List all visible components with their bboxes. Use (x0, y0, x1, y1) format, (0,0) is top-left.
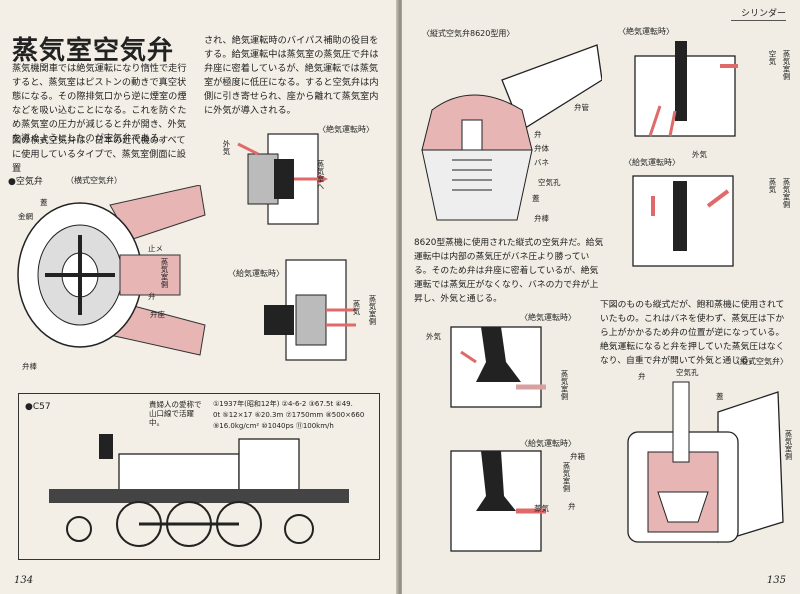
low-label-side: 蒸気室側 (784, 430, 793, 460)
low-label-box: 弁箱 (570, 452, 585, 461)
diagram2-svg (264, 259, 356, 361)
cross-section-3 (450, 326, 546, 408)
valve-heading-text: 空気弁 (15, 177, 43, 187)
running-head: シリンダー (730, 6, 786, 21)
label-steam-side: 蒸気室側 (160, 258, 169, 288)
diagram2-steam-label: 蒸気 (352, 300, 361, 315)
label-mesh: 金網 (18, 212, 33, 221)
cross1-caption: 〈絶気運転時〉 (618, 27, 674, 36)
cross-section-4 (450, 450, 546, 552)
vertical-valve-8620-illustration (421, 44, 602, 221)
cross3-air: 外気 (426, 332, 441, 341)
loco-label: ●C57 (25, 402, 51, 412)
label-lid-r: 蓋 (532, 194, 540, 203)
label-seat: 弁座 (150, 310, 165, 319)
page-number-right: 135 (766, 575, 786, 586)
locomotive-illustration (49, 434, 349, 547)
cross3-side: 蒸気室側 (560, 370, 569, 400)
label-valve: 弁 (148, 292, 156, 301)
left-page: 蒸気室空気弁 蒸気機関車では絶気運転になり惰性で走行すると、蒸気室はピストンの動… (0, 0, 398, 594)
spec-line-1: ①1937年(昭和12年) ②4-6-2 ③67.5t ④49. (213, 400, 353, 408)
locomotive-box: ●C57 貴婦人の愛称で山口線で活躍中。 ①1937年(昭和12年) ②4-6-… (18, 393, 380, 560)
cross1-air-side: 空気 (768, 50, 777, 65)
vertical-valve-illustration (627, 381, 784, 543)
cross4-side: 蒸気室側 (562, 462, 571, 492)
page-number-left: 134 (14, 575, 34, 586)
diagram2-side-label: 蒸気室側 (368, 295, 377, 325)
valve-heading: ●空気弁 (8, 177, 43, 187)
low-valve-heading: 〈縦式空気弁〉 (732, 357, 788, 366)
label-spring: バネ (534, 158, 549, 167)
low-label-valve2: 弁 (568, 502, 576, 511)
label-stem: 弁棒 (22, 362, 37, 371)
low-label-lid: 蓋 (716, 392, 724, 401)
cross4-steam: 蒸気 (534, 504, 549, 513)
diagram1-svg (237, 133, 328, 225)
cross1-outside-air: 外気 (692, 150, 707, 159)
cross-section-1 (634, 41, 738, 137)
loco-label-text: C57 (32, 402, 51, 412)
label-valve-r: 弁 (534, 130, 542, 139)
column-paragraph: され、絶気運転時のバイパス補助の役目をする。給気運転中は蒸気室の蒸気圧で弁は弁座… (204, 35, 379, 116)
spec-line-3: ⑨16.0kg/cm² ⑩1040ps ⑪100km/h (213, 422, 334, 430)
book-gutter (396, 0, 404, 594)
lower-paragraph: 下図のものも縦式だが、飽和蒸機に使用されていたもの。これはバネを使わず、蒸気圧は… (600, 300, 785, 366)
right-page: シリンダー 〈縦式空気弁8620型用〉 弁管 弁 弁体 バネ 空気孔 蓋 弁棒 … (402, 0, 800, 594)
intro-paragraph-2: 図の横式空気弁は、日本の近代機のすべてに使用しているタイプで、蒸気室側面に設置 (12, 135, 186, 174)
cross3-caption: 〈絶気運転時〉 (520, 313, 576, 322)
middle-paragraph: 8620型蒸機に使用された縦式の空気弁だ。給気運転中は内部の蒸気圧がバネ圧より勝… (414, 238, 604, 304)
valve-type-caption: （横式空気弁） (66, 176, 122, 185)
cross2-side: 蒸気室側 (782, 178, 791, 208)
diagram2-caption: 〈給気運転時〉 (228, 269, 284, 278)
diagram1-to-label: 蒸気室へ (316, 160, 325, 190)
diagram1-caption: 〈絶気運転時〉 (318, 125, 374, 134)
label-valve-pipe: 弁管 (574, 103, 589, 112)
low-label-valve: 弁 (638, 372, 646, 381)
low-label-hole: 空気孔 (676, 368, 699, 377)
intro-paragraph: 蒸気機関車では絶気運転になり惰性で走行すると、蒸気室はピストンの動きで真空状態に… (12, 63, 187, 144)
page-title: 蒸気室空気弁 (12, 36, 175, 66)
cross2-steam: 蒸気 (768, 178, 777, 193)
label-stopper: 止メ (148, 244, 163, 253)
diagram1-air-label: 外気 (222, 140, 231, 155)
cross4-caption: 〈給気運転時〉 (520, 439, 576, 448)
label-stem-r: 弁棒 (534, 214, 549, 223)
cross-section-2 (632, 175, 734, 267)
cross1-steam-side: 蒸気室側 (782, 50, 791, 80)
spec-line-2: 0t ⑤12×17 ⑥20.3m ⑦1750mm ⑧500×660 (213, 411, 365, 419)
label-air-hole: 空気孔 (538, 178, 561, 187)
loco-note: 貴婦人の愛称で山口線で活躍中。 (149, 400, 202, 427)
label-lid: 蓋 (40, 198, 48, 207)
cross2-caption: 〈給気運転時〉 (624, 158, 680, 167)
label-valve-body: 弁体 (534, 144, 549, 153)
vertical-valve-heading: 〈縦式空気弁8620型用〉 (422, 29, 515, 38)
horizontal-valve-illustration (17, 185, 206, 356)
